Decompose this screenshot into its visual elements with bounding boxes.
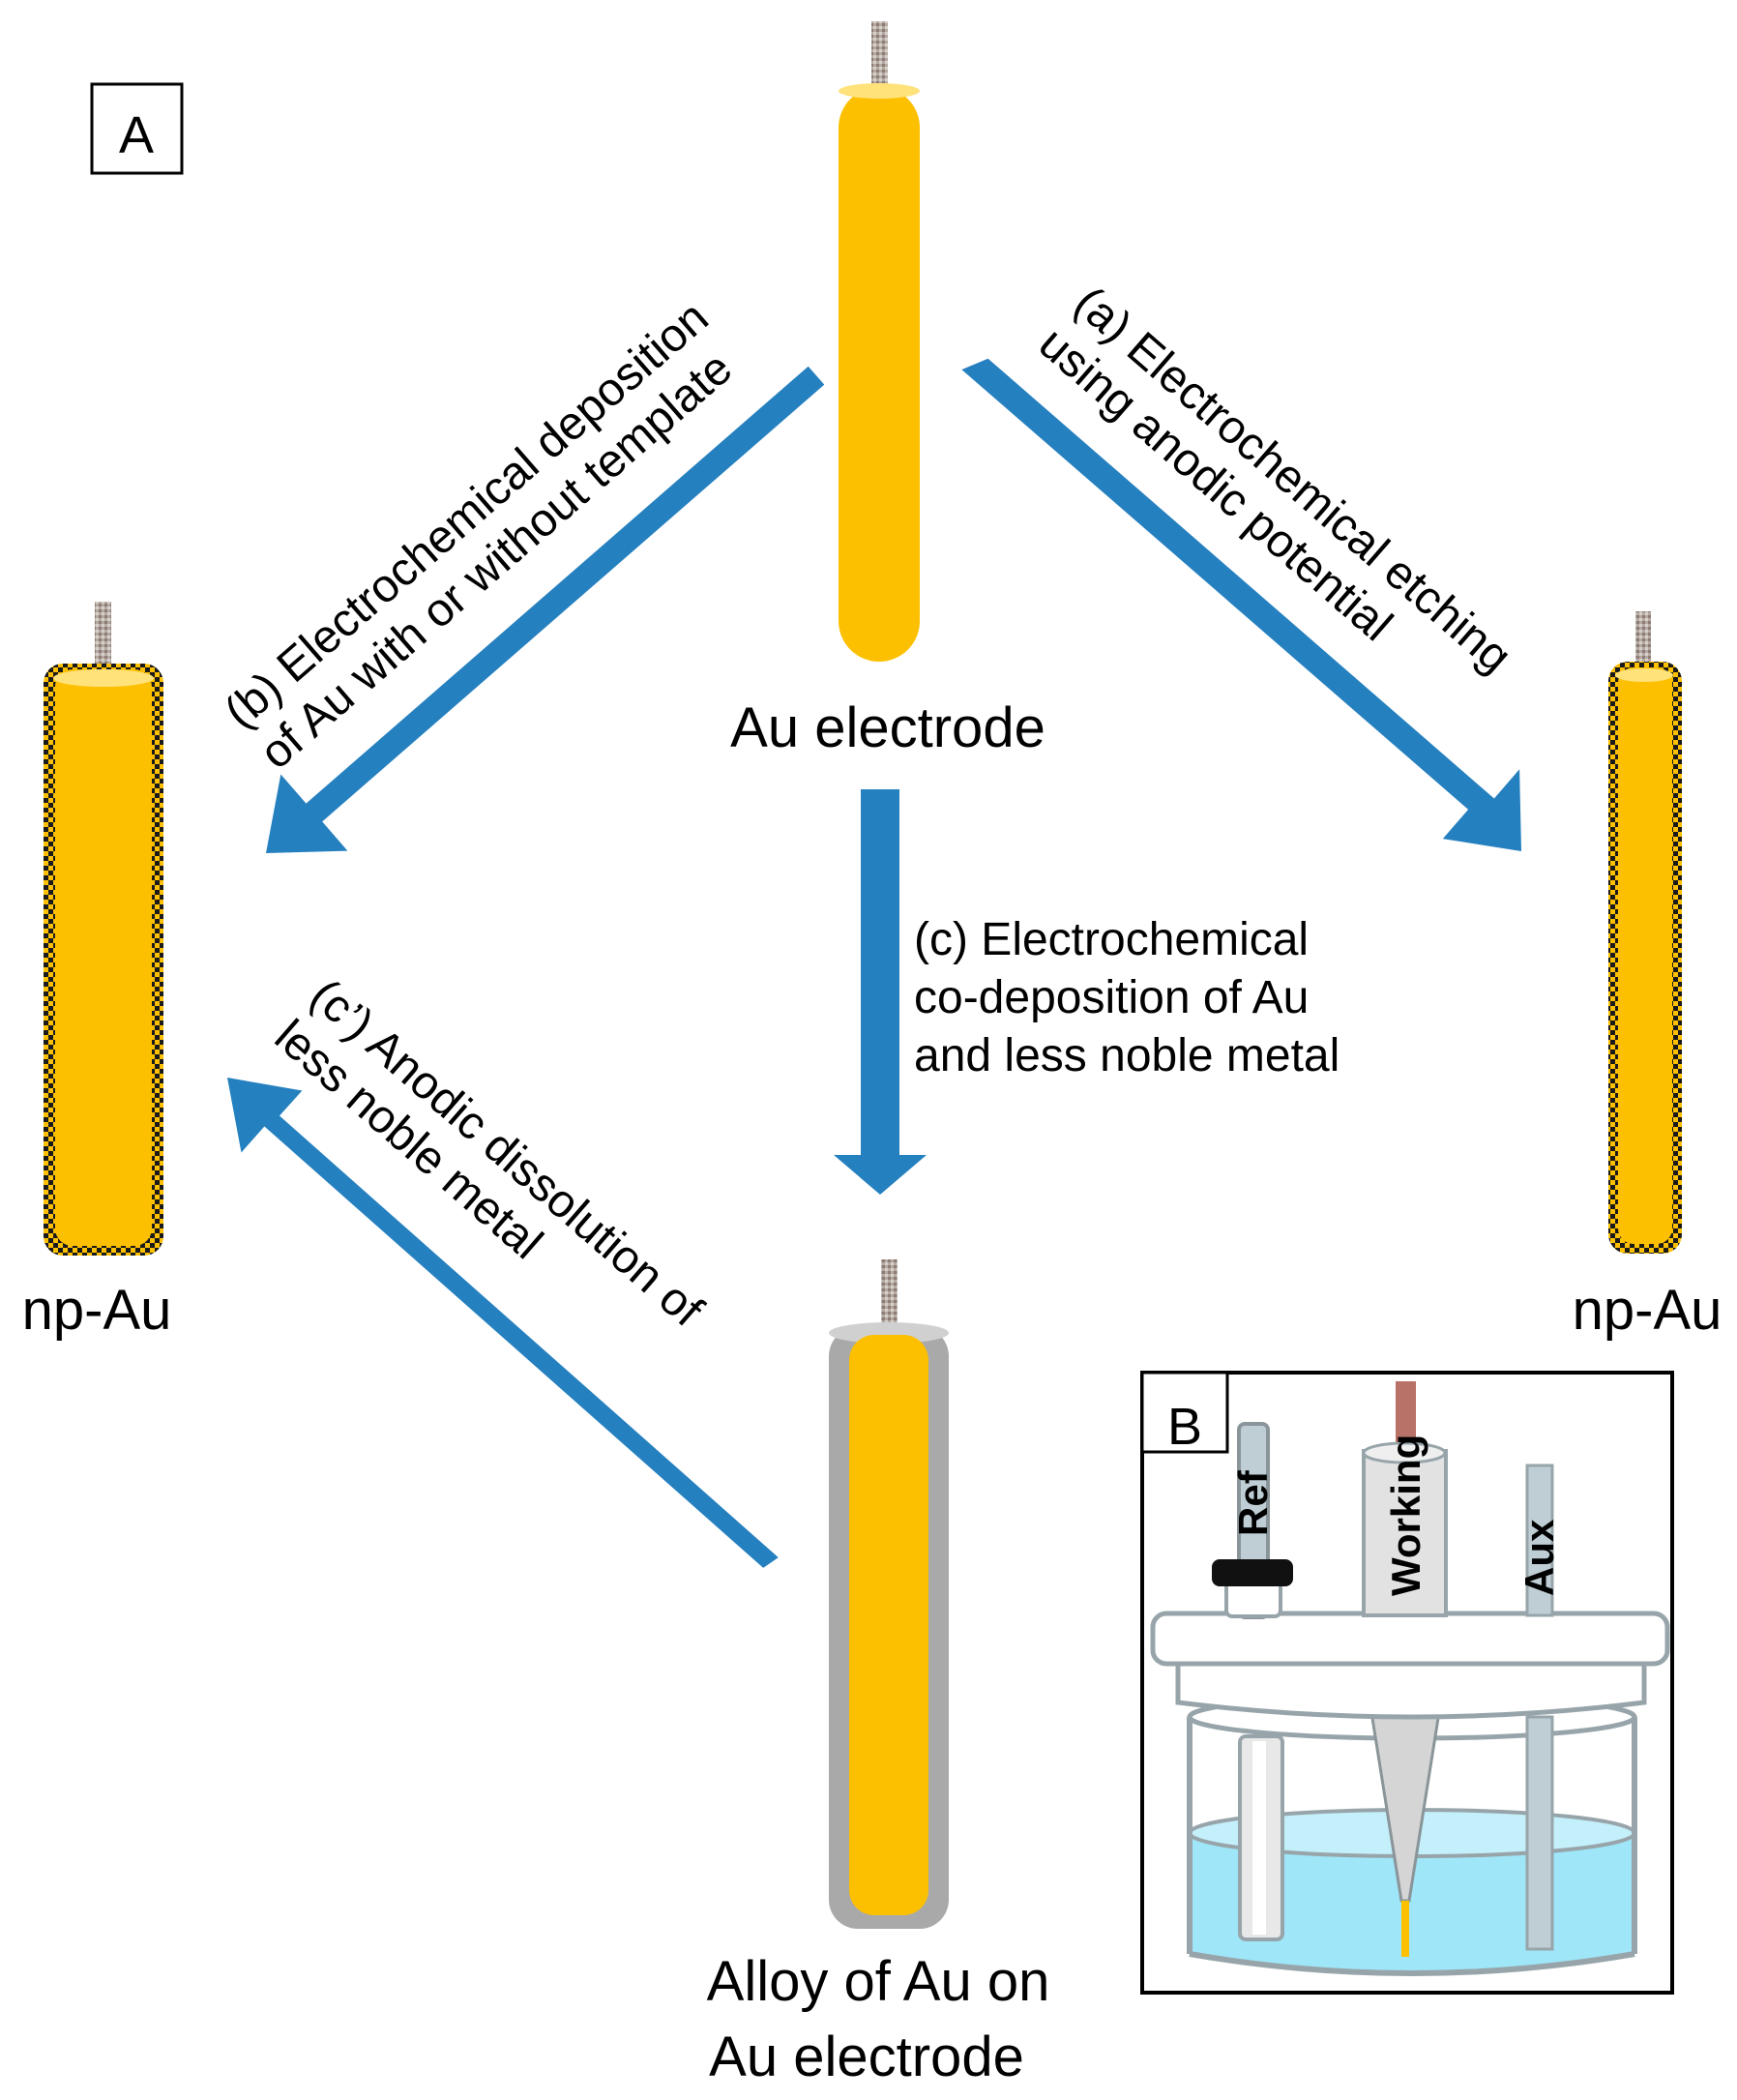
- svg-text:(c) Electrochemical: (c) Electrochemical: [914, 914, 1309, 965]
- panel-a-label: A: [119, 106, 154, 164]
- np-au-right-label: np-Au: [1573, 1279, 1722, 1342]
- alloy-electrode: [829, 1259, 949, 1929]
- cell-lid: [1150, 1611, 1670, 1667]
- arrow-c: [834, 789, 927, 1195]
- ref-electrode-cap: [1212, 1559, 1293, 1586]
- np-au-left-wire: [95, 602, 111, 674]
- aux-electrode-lower: [1525, 1715, 1554, 1951]
- alloy-label-line2: Au electrode: [709, 2026, 1024, 2088]
- arrow-a: [961, 358, 1521, 851]
- arrow-c-prime: [227, 1078, 779, 1568]
- np-au-left-label: np-Au: [22, 1279, 172, 1342]
- working-label: Working: [1383, 1435, 1428, 1596]
- svg-text:(a) Electrochemical etching: (a) Electrochemical etching: [1065, 277, 1521, 683]
- step-c-text: (c) Electrochemical co-deposition of Au …: [914, 914, 1340, 1081]
- svg-text:(c’) Anodic dissolution of: (c’) Anodic dissolution of: [301, 969, 713, 1337]
- panel-a-label-box: A: [90, 82, 184, 175]
- panel-b-label-box: [1140, 1371, 1229, 1454]
- working-electrode-holder: [1362, 1449, 1448, 1617]
- alloy-electrode-core: [849, 1335, 928, 1915]
- np-au-electrode-left: [44, 602, 163, 1256]
- au-electrode-label: Au electrode: [730, 696, 1045, 759]
- working-electrode-wire: [1396, 1381, 1416, 1449]
- au-electrode: [839, 21, 920, 662]
- cell-lid-lower: [1175, 1656, 1647, 1720]
- au-electrode-body: [839, 87, 920, 662]
- svg-text:of Au with or without template: of Au with or without template: [250, 342, 742, 779]
- arrow-b: [266, 366, 825, 853]
- aux-electrode-upper: [1525, 1464, 1554, 1617]
- svg-text:co-deposition of Au: co-deposition of Au: [914, 972, 1309, 1023]
- np-au-right-wire: [1635, 611, 1651, 669]
- alloy-electrode-wire: [881, 1259, 898, 1339]
- panel-b: B Ref Working Aux: [1140, 1371, 1674, 1995]
- np-au-left-core: [55, 669, 152, 1246]
- beaker-bottom: [1189, 1951, 1635, 1976]
- np-au-right-core: [1618, 667, 1672, 1244]
- step-b-text: (b) Electrochemical deposition of Au wit…: [215, 291, 742, 779]
- svg-text:using anodic potential: using anodic potential: [1029, 318, 1401, 652]
- panel-b-label: B: [1167, 1398, 1202, 1456]
- np-au-electrode-right: [1608, 611, 1682, 1254]
- svg-text:and less noble metal: and less noble metal: [914, 1030, 1340, 1081]
- working-electrode-tip: [1401, 1901, 1409, 1957]
- solution: [1190, 1833, 1634, 1973]
- ref-label: Ref: [1230, 1469, 1276, 1536]
- au-electrode-wire: [871, 21, 888, 97]
- aux-label: Aux: [1516, 1519, 1562, 1596]
- step-a-text: (a) Electrochemical etching using anodic…: [1029, 277, 1521, 683]
- alloy-label-line1: Alloy of Au on: [707, 1950, 1050, 2013]
